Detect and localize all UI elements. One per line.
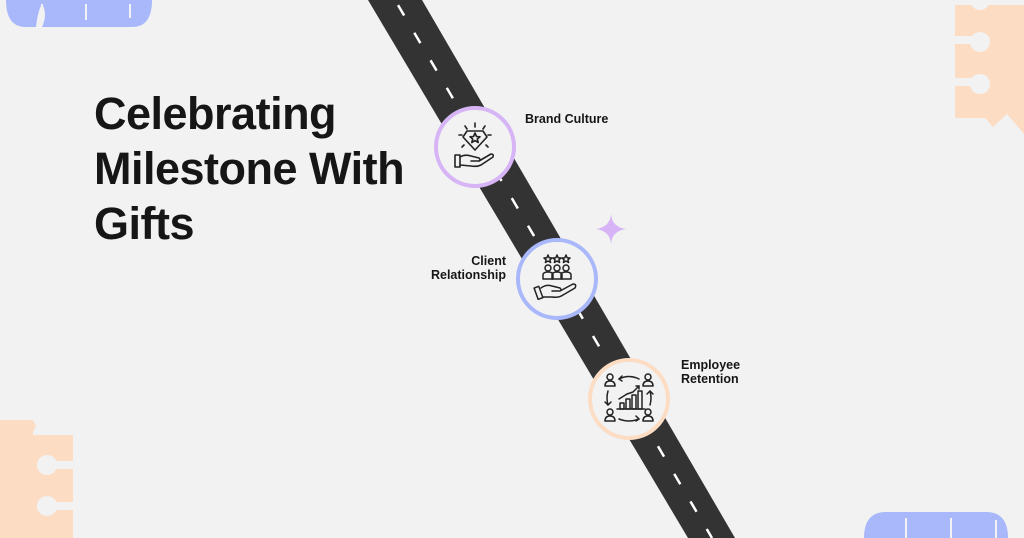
title-line-3: Gifts: [94, 198, 195, 249]
label-line: Brand Culture: [525, 112, 609, 126]
milestone-brand-culture-label: Brand Culture: [525, 112, 608, 126]
milestone-client-relationship-label: Client Relationship: [420, 254, 506, 282]
blue-scallop-decoration-bottom: [864, 510, 1008, 538]
label-line: Client: [471, 254, 506, 268]
rated-clients-in-hand-icon: [533, 254, 577, 301]
milestone-brand-culture-node: [434, 106, 516, 188]
diamond-in-hand-icon: [454, 122, 495, 168]
label-line: Retention: [681, 372, 739, 386]
blue-scallop-decoration-top: [6, 0, 152, 27]
peach-comb-decoration-bottom: [0, 420, 73, 538]
page-title: Celebrating Milestone With Gifts: [94, 86, 405, 251]
title-line-2: Milestone With: [94, 143, 405, 194]
employee-cycle-growth-icon: [604, 373, 654, 422]
milestone-employee-retention-label: Employee Retention: [681, 358, 740, 386]
peach-comb-decoration-top: [955, 0, 1024, 134]
title-line-1: Celebrating: [94, 88, 337, 139]
label-line: Relationship: [430, 268, 506, 282]
sparkle-icon: [596, 214, 626, 244]
label-line: Employee: [681, 358, 741, 372]
milestone-employee-retention-node: [588, 358, 670, 440]
milestone-client-relationship-node: [516, 238, 598, 320]
